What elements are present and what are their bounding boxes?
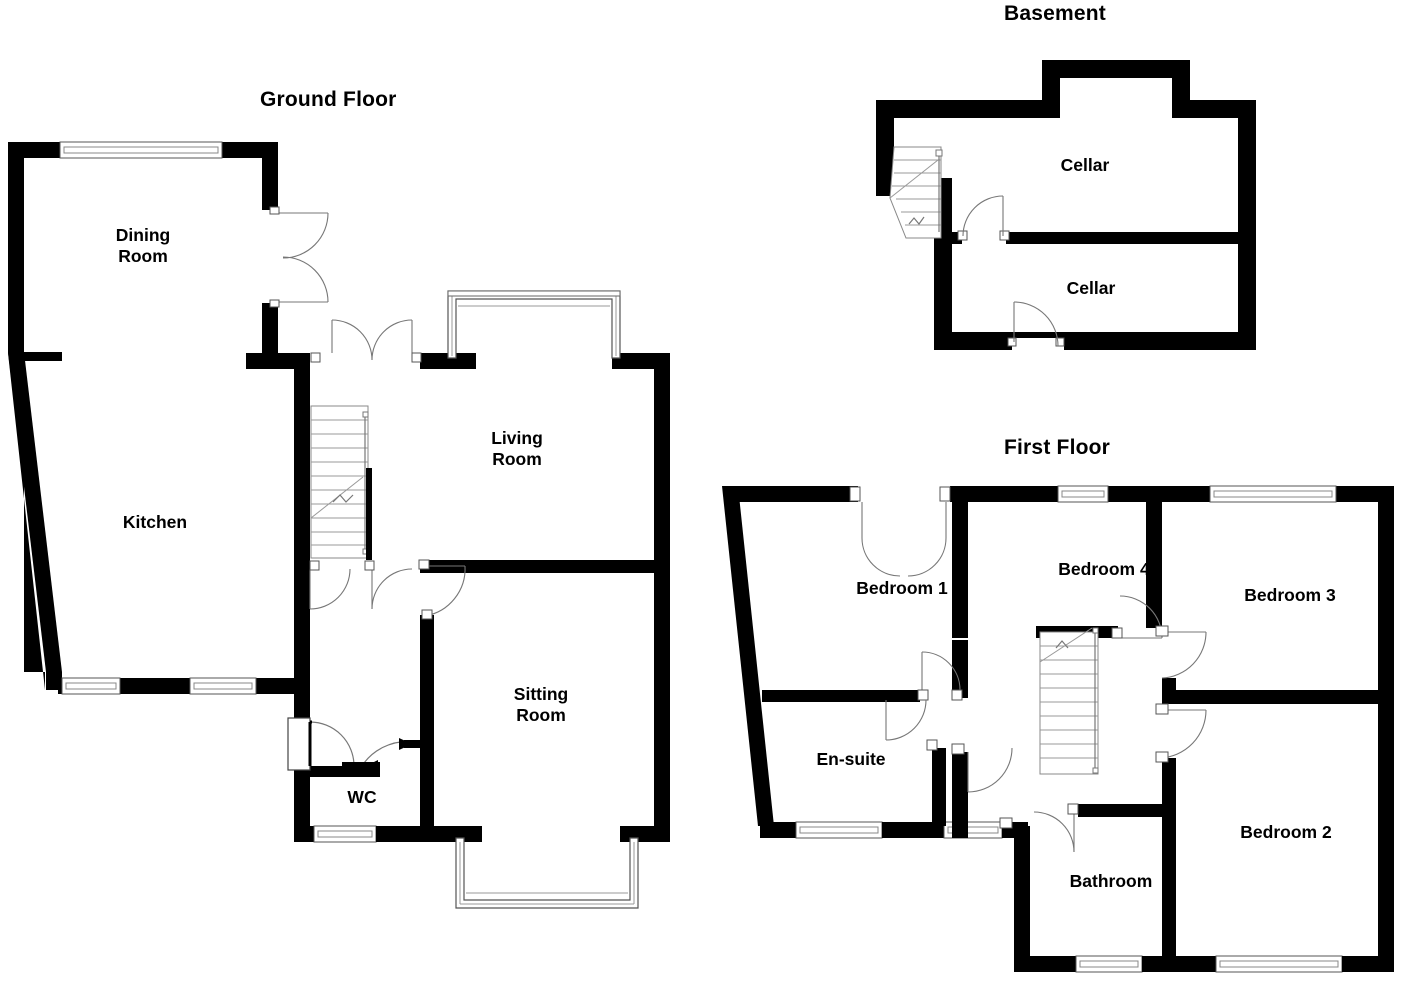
wall-wc-bottom-right: [376, 826, 482, 842]
window-bedroom4-top: [1057, 485, 1109, 503]
room-label-bedroom-3: Bedroom 3: [1244, 585, 1336, 605]
staircase-first-floor: [1039, 627, 1099, 775]
wall-bathroom-left-outer: [1014, 838, 1030, 972]
room-label-bedroom-4: Bedroom 4: [1058, 559, 1150, 579]
wall-bedroom3-nib: [1162, 678, 1176, 704]
dining-room-line-1: Dining: [115, 225, 171, 245]
ground-floor-group: [8, 141, 670, 909]
room-label-en-suite: En-suite: [816, 749, 886, 769]
door-hall-understairs: [364, 560, 413, 610]
door-bedroom2: [1155, 703, 1207, 763]
room-label-wc: WC: [347, 787, 377, 807]
wall-living-right-outer: [654, 353, 670, 840]
room-label-bedroom-1: Bedroom 1: [856, 578, 948, 598]
window-kitchen-bottom-1: [61, 677, 121, 695]
room-label-sitting-room: Sitting Room: [486, 684, 596, 726]
wall-ff-left-angled: [722, 486, 774, 826]
wall-ensuite-right: [932, 748, 946, 826]
wall-dining-left: [8, 142, 24, 352]
room-label-living-room: Living Room: [462, 428, 572, 470]
wall-bedroom3-bedroom2-divider: [1162, 690, 1378, 704]
room-label-bedroom-2: Bedroom 2: [1240, 822, 1332, 842]
wall-ff-top-mid2: [1108, 486, 1210, 502]
living-room-line-2: Room: [492, 449, 542, 469]
wall-ensuite-bottom-left: [760, 822, 796, 838]
bay-window-sitting-room: [455, 837, 639, 909]
door-hall-kitchen: [309, 560, 351, 610]
ground-floor-title: Ground Floor: [260, 88, 397, 111]
first-floor-title: First Floor: [1004, 436, 1111, 459]
first-floor-group: [722, 485, 1394, 973]
wall-bathroom-bedroom2-divider: [1162, 758, 1176, 972]
window-wc-bottom: [313, 825, 377, 843]
room-label-bathroom: Bathroom: [1069, 871, 1153, 891]
door-cellar-upper: [962, 195, 1004, 237]
wall-kitchen-divider-nib: [24, 352, 62, 361]
wall-ensuite-bottom-mid: [882, 822, 944, 838]
room-label-cellar-upper: Cellar: [1060, 155, 1110, 175]
wall-sitting-left: [420, 615, 434, 840]
room-label-cellar-lower: Cellar: [1066, 278, 1116, 298]
staircase-ground-floor: [310, 405, 372, 560]
wall-sitting-bottom-right: [620, 826, 670, 842]
window-ensuite-bottom-1: [795, 821, 883, 839]
wall-ff-right-outer: [1378, 486, 1394, 972]
wall-kitchen-hall: [294, 361, 310, 685]
wall-dining-right-upper: [262, 142, 278, 210]
wall-bedroom1-right-lower: [952, 640, 968, 698]
door-hall-living-double: [310, 319, 422, 363]
staircase-basement: [889, 146, 943, 239]
dining-room-line-2: Room: [118, 246, 168, 266]
wall-hall-top-right: [420, 353, 476, 369]
wall-ff-bottom-mid: [1142, 956, 1216, 972]
wall-hall-nib: [246, 353, 278, 369]
room-label-kitchen: Kitchen: [122, 512, 188, 532]
wall-wc-bottom-left-stub: [294, 826, 316, 842]
window-bedroom3-top: [1209, 485, 1337, 503]
wall-bedroom4-bedroom3: [1146, 502, 1162, 628]
opening-cellar-bottom-door: [1012, 338, 1064, 352]
wall-landing-left-lower: [952, 752, 968, 838]
wall-bedroom1-ensuite-divider: [762, 690, 920, 702]
sitting-room-line-2: Room: [516, 705, 566, 725]
basement-group: [876, 60, 1256, 352]
living-room-line-1: Living: [491, 428, 543, 448]
wall-living-top-right-stub: [612, 353, 670, 369]
sitting-room-line-1: Sitting: [513, 684, 569, 704]
wall-kitchen-bottom-mid: [120, 678, 190, 694]
wall-bathroom-top: [1078, 804, 1162, 817]
window-bathroom-bottom: [1075, 955, 1143, 973]
wall-living-sitting-divider: [420, 560, 670, 573]
wall-ff-bottom-right: [1342, 956, 1394, 972]
door-landing-lower-left: [951, 743, 1013, 829]
door-ensuite: [885, 699, 938, 751]
wall-cellar-divider: [952, 232, 1238, 244]
door-bedroom1-landing: [917, 651, 963, 701]
bay-window-living-room: [447, 290, 621, 359]
wall-kitchen-left-angled: [8, 352, 62, 672]
window-dining-top: [59, 141, 223, 159]
door-cellar-lower: [1013, 301, 1059, 347]
external-door-wc: [287, 717, 355, 771]
door-bedroom3: [1155, 625, 1207, 679]
wall-dining-right-lower: [262, 303, 278, 361]
basement-title: Basement: [1004, 2, 1106, 25]
wall-dining-top-left: [8, 142, 60, 158]
door-bedroom1-double: [849, 486, 951, 577]
wall-ff-bottom-left-stub: [1028, 956, 1076, 972]
window-kitchen-bottom-2: [189, 677, 257, 695]
door-wc-inner: [342, 738, 434, 772]
wall-bedroom1-right: [952, 502, 968, 638]
wall-landing-bottom-stub: [1014, 826, 1030, 840]
door-hall-sitting: [418, 559, 466, 620]
wall-ff-top-left: [736, 486, 858, 502]
wall-wc-partition: [300, 766, 380, 777]
opening-cellar-divider-door: [962, 232, 1006, 244]
door-bathroom: [1033, 803, 1079, 853]
door-dining-double: [269, 206, 329, 308]
room-label-dining-room: Dining Room: [88, 225, 198, 267]
wall-ff-top-mid: [950, 486, 1058, 502]
window-bedroom2-bottom: [1215, 955, 1343, 973]
